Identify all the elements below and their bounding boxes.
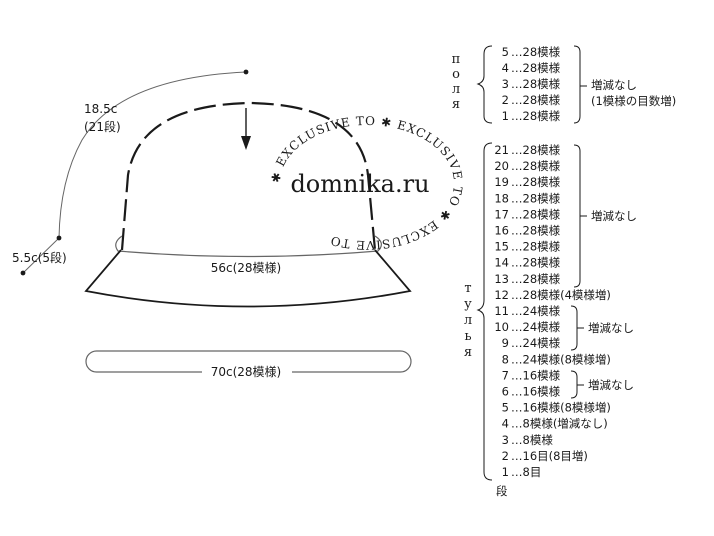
section-label-letter: т xyxy=(464,281,471,296)
row-pattern-count: …16模様 xyxy=(511,385,561,399)
row-pattern-count: …28模様 xyxy=(511,191,561,205)
brim-height-label: 5.5c(5段) xyxy=(12,250,67,265)
crown-height-guide xyxy=(58,71,247,239)
row-number: 16 xyxy=(494,224,509,238)
row-number: 11 xyxy=(494,304,509,318)
row-pattern-count: …28模様 xyxy=(511,61,561,75)
watermark: ✱ EXCLUSIVE TO ✱ EXCLUSIVE TO ✱ EXCLUSIV… xyxy=(269,114,464,252)
section-label-letter: у xyxy=(464,297,472,312)
row-number: 2 xyxy=(502,449,509,463)
row-pattern-count: …16目(8目増) xyxy=(511,449,588,463)
row-number: 5 xyxy=(502,401,509,415)
row-pattern-count: …8模様(増減なし) xyxy=(511,417,608,431)
guide-dot-mid xyxy=(56,235,62,241)
brim-outline xyxy=(84,249,412,308)
row-number: 14 xyxy=(494,256,509,270)
row-pattern-count: …24模様 xyxy=(511,336,561,350)
crown-rows-label: (21段) xyxy=(84,119,121,134)
crown-note-9-11: 増減なし xyxy=(588,321,634,335)
crown-height-label: 18.5c xyxy=(84,102,117,116)
brim-note-line1: 増減なし xyxy=(591,78,637,92)
row-unit-label: 段 xyxy=(496,484,508,498)
crown-bracket-13-21 xyxy=(573,144,581,288)
row-number: 18 xyxy=(494,191,509,205)
row-pattern-count: …16模様(8模様増) xyxy=(511,401,611,415)
row-pattern-count: …28模様 xyxy=(511,256,561,270)
guide-dot-top xyxy=(243,69,249,75)
row-number: 3 xyxy=(502,77,509,91)
row-pattern-count: …28模様 xyxy=(511,45,561,59)
row-pattern-count: …28模様 xyxy=(511,143,561,157)
crown-circ-label-bg xyxy=(203,260,289,276)
crown-left-brace xyxy=(476,142,493,481)
row-pattern-count: …24模様(8模様増) xyxy=(511,352,611,366)
row-number: 1 xyxy=(502,109,509,123)
crown-rows-table: 21…28模様20…28模様19…28模様18…28模様17…28模様16…28… xyxy=(494,143,611,479)
row-number: 10 xyxy=(494,320,509,334)
row-number: 15 xyxy=(494,240,509,254)
row-number: 1 xyxy=(502,465,509,479)
row-number: 21 xyxy=(494,143,509,157)
row-number: 6 xyxy=(502,385,509,399)
crown-note-6-7: 増減なし xyxy=(588,378,634,392)
row-pattern-count: …28模様 xyxy=(511,77,561,91)
watermark-site: domnika.ru xyxy=(290,170,429,198)
crown-note-13-21: 増減なし xyxy=(591,209,637,223)
brim-right-bracket xyxy=(573,45,581,124)
row-number: 20 xyxy=(494,159,509,173)
row-pattern-count: …28模様 xyxy=(511,272,561,286)
row-brackets xyxy=(476,45,587,481)
row-number: 17 xyxy=(494,207,509,221)
row-number: 12 xyxy=(494,288,509,302)
crown-circ-label: 56c(28模様) xyxy=(211,261,282,275)
row-number: 4 xyxy=(502,61,509,75)
row-pattern-count: …28模様 xyxy=(511,175,561,189)
row-number: 13 xyxy=(494,272,509,286)
row-pattern-count: …28模様 xyxy=(511,159,561,173)
row-number: 7 xyxy=(502,368,509,382)
row-pattern-count: …28模様 xyxy=(511,224,561,238)
crown-bracket-9-11 xyxy=(570,305,578,351)
row-number: 19 xyxy=(494,175,509,189)
section-label-letter: п xyxy=(452,52,461,67)
brim-circ-label-bg xyxy=(202,363,292,381)
section-label-letter: я xyxy=(464,345,472,360)
hat-drawing xyxy=(84,101,412,373)
crown-bracket-6-7 xyxy=(570,370,578,399)
brim-circ-label: 70c(28模様) xyxy=(211,365,282,379)
section-label-letter: о xyxy=(452,67,460,82)
measure-guide xyxy=(20,69,249,276)
brim-height-guide xyxy=(22,237,60,274)
row-pattern-count: …28模様(4模様増) xyxy=(511,288,611,302)
row-pattern-count: …8模様 xyxy=(511,433,553,447)
row-pattern-count: …28模様 xyxy=(511,93,561,107)
row-number: 9 xyxy=(502,336,509,350)
brim-left-brace xyxy=(476,45,493,124)
row-number: 8 xyxy=(502,352,509,366)
brim-note-line2: (1模様の目数増) xyxy=(591,94,676,108)
row-pattern-count: …16模様 xyxy=(511,368,561,382)
crown-arrow-head xyxy=(241,136,251,150)
headband-ring xyxy=(115,235,382,258)
crown-outline xyxy=(120,101,377,251)
guide-dot-bottom xyxy=(20,270,26,276)
row-pattern-count: …28模様 xyxy=(511,109,561,123)
row-number: 4 xyxy=(502,417,509,431)
row-pattern-count: …28模様 xyxy=(511,240,561,254)
section-label-letter: л xyxy=(464,313,472,328)
row-pattern-count: …24模様 xyxy=(511,320,561,334)
row-pattern-count: …8目 xyxy=(511,465,541,479)
row-number: 3 xyxy=(502,433,509,447)
section-label-letter: я xyxy=(452,97,460,112)
section-label-letter: ь xyxy=(464,329,471,344)
row-number: 5 xyxy=(502,45,509,59)
row-number: 2 xyxy=(502,93,509,107)
row-pattern-count: …24模様 xyxy=(511,304,561,318)
row-pattern-count: …28模様 xyxy=(511,207,561,221)
section-label-letter: л xyxy=(452,82,460,97)
